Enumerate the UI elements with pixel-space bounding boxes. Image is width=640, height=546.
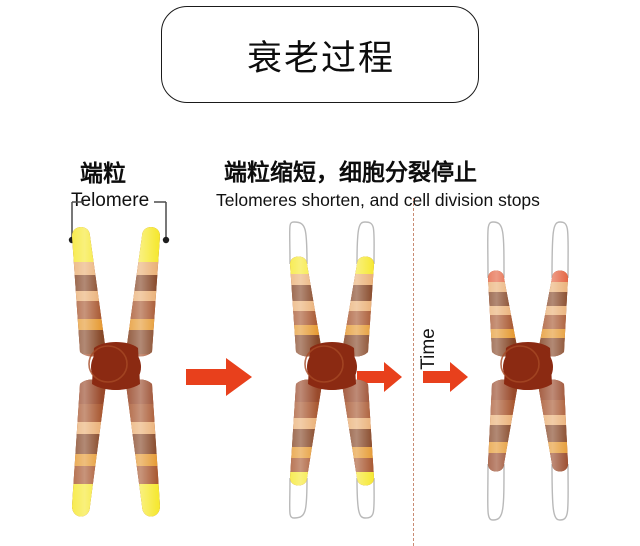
chromatid-arm-lower-left [290,379,322,486]
telomere-label-chinese: 端粒 [80,160,126,187]
centromere [500,342,553,390]
shorten-label-english: Telomeres shorten, and cell division sto… [216,190,540,210]
telomere-ghost-outlines [288,221,375,519]
chromosome-stage-2 [288,221,375,519]
telomere-ghost-outlines [487,221,569,521]
telomere-label-english: Telomere [71,190,150,211]
title-box: 衰老过程 [161,6,479,103]
chromatid-arm-lower-right [126,379,160,517]
arrow-time-to-stage3 [423,362,468,392]
time-axis-divider [413,198,414,546]
chromatid-arm-upper-right [126,227,160,357]
chromosome-stage-3 [487,221,569,521]
arrow-stage1-to-stage2 [186,358,252,396]
chromatid-arm-lower-right [342,379,374,486]
chromatid-arm-lower-left [72,379,106,517]
centromere [88,342,141,390]
arrow-stage2-to-time [357,362,402,392]
centromere [304,342,357,390]
shorten-label-chinese: 端粒缩短，细胞分裂停止 [224,159,477,186]
chromatid-arm-lower-right [538,379,568,472]
chromatid-arm-lower-left [488,379,518,472]
chromatid-arm-upper-left [72,227,106,357]
page-title: 衰老过程 [246,39,395,79]
chromosome-stage-1 [72,227,160,517]
